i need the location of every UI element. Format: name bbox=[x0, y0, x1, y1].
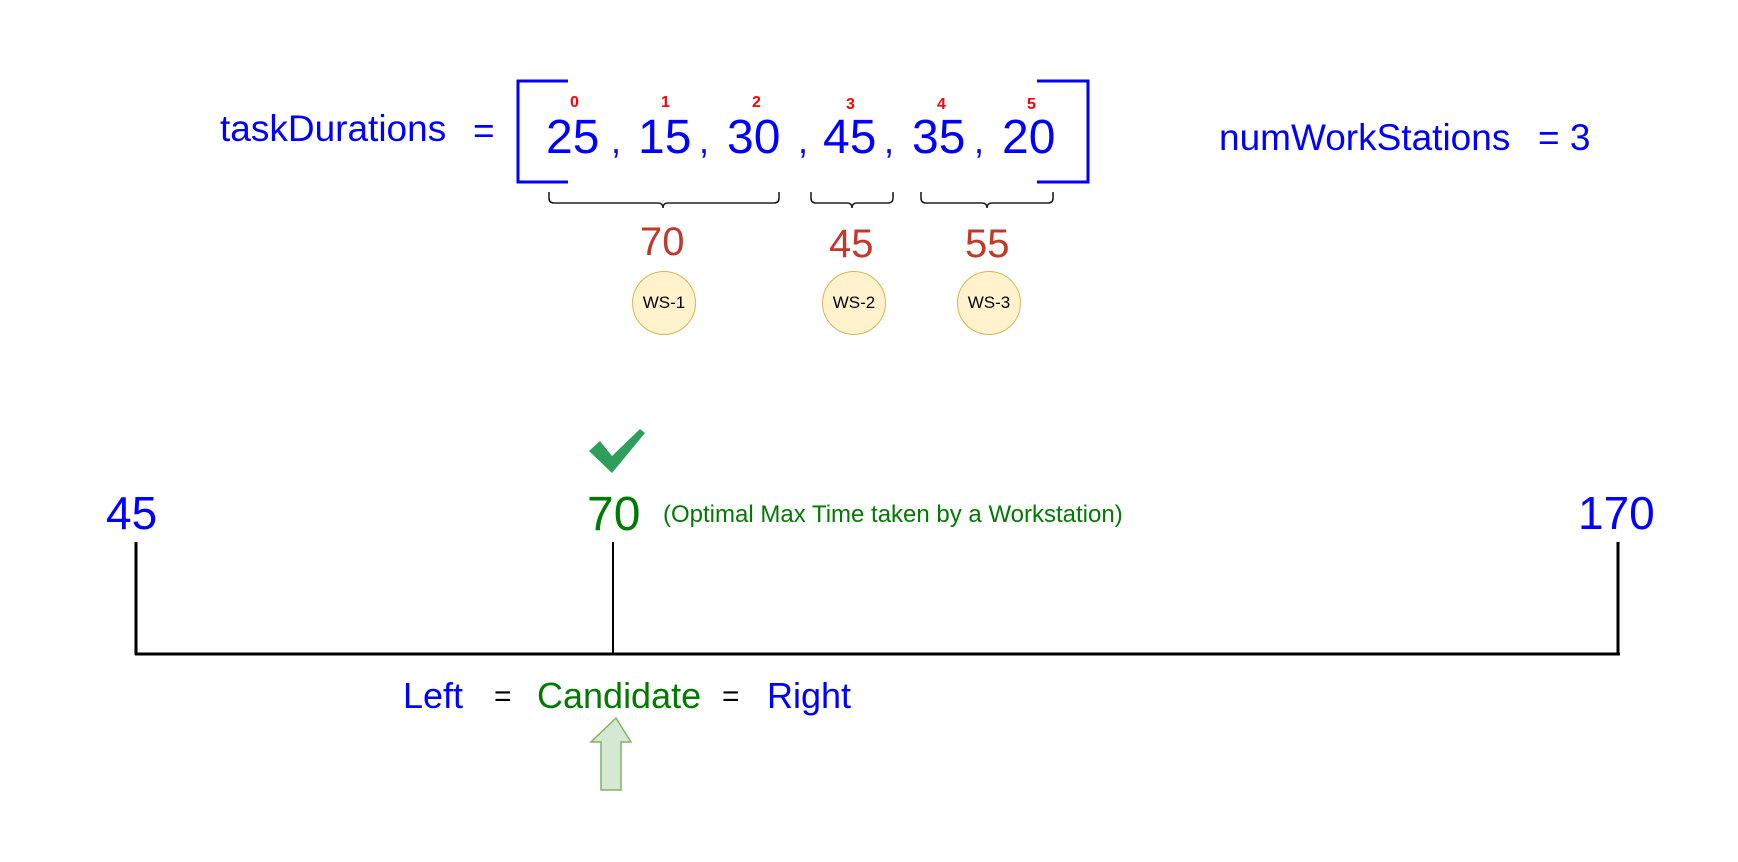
stations-value: = 3 bbox=[1538, 117, 1591, 158]
array-index: 0 bbox=[570, 94, 579, 111]
brace-group-1 bbox=[548, 192, 780, 209]
array-value: 35 bbox=[912, 111, 966, 164]
array-value: 20 bbox=[1002, 111, 1056, 164]
array-separator: , bbox=[884, 120, 895, 161]
array-equals: = bbox=[473, 110, 495, 151]
workstation-node: WS-3 bbox=[957, 271, 1021, 335]
number-line-right-value: 170 bbox=[1578, 487, 1655, 539]
workstation-label: WS-2 bbox=[832, 293, 876, 312]
array-value: 25 bbox=[546, 111, 600, 164]
equation-eq2: = bbox=[722, 680, 740, 713]
number-line-left-value: 45 bbox=[106, 487, 158, 539]
equation-candidate: Candidate bbox=[537, 675, 702, 716]
array-index: 4 bbox=[937, 96, 946, 113]
brace-group-3 bbox=[920, 192, 1054, 209]
equation-right: Right bbox=[767, 675, 852, 716]
array-value: 30 bbox=[727, 111, 781, 164]
workstation-node: WS-1 bbox=[632, 271, 696, 335]
workstation-label: WS-1 bbox=[642, 293, 686, 312]
array-index: 1 bbox=[661, 94, 670, 111]
up-arrow-icon bbox=[589, 716, 633, 791]
group-sum: 70 bbox=[640, 220, 685, 264]
array-separator: , bbox=[699, 120, 710, 161]
array-index: 5 bbox=[1027, 96, 1036, 113]
right-bracket bbox=[1037, 79, 1090, 184]
workstation-label: WS-3 bbox=[967, 293, 1011, 312]
candidate-note: (Optimal Max Time taken by a Workstation… bbox=[663, 501, 1123, 528]
group-sum: 45 bbox=[829, 222, 874, 266]
array-index: 3 bbox=[846, 96, 855, 113]
checkmark-icon bbox=[589, 429, 645, 473]
group-sum: 55 bbox=[965, 222, 1010, 266]
workstation-node: WS-2 bbox=[822, 271, 886, 335]
array-separator: , bbox=[974, 120, 985, 161]
number-line-candidate-value: 70 bbox=[587, 488, 641, 541]
equation-left: Left bbox=[403, 675, 464, 716]
array-separator: , bbox=[798, 120, 809, 161]
array-value: 15 bbox=[638, 111, 692, 164]
brace-group-2 bbox=[810, 192, 894, 209]
array-name: taskDurations bbox=[220, 108, 447, 149]
array-index: 2 bbox=[752, 94, 761, 111]
stations-label: numWorkStations bbox=[1219, 117, 1511, 158]
equation-eq1: = bbox=[494, 680, 512, 713]
left-bracket bbox=[516, 79, 568, 184]
array-value: 45 bbox=[823, 111, 877, 164]
array-separator: , bbox=[611, 120, 622, 161]
